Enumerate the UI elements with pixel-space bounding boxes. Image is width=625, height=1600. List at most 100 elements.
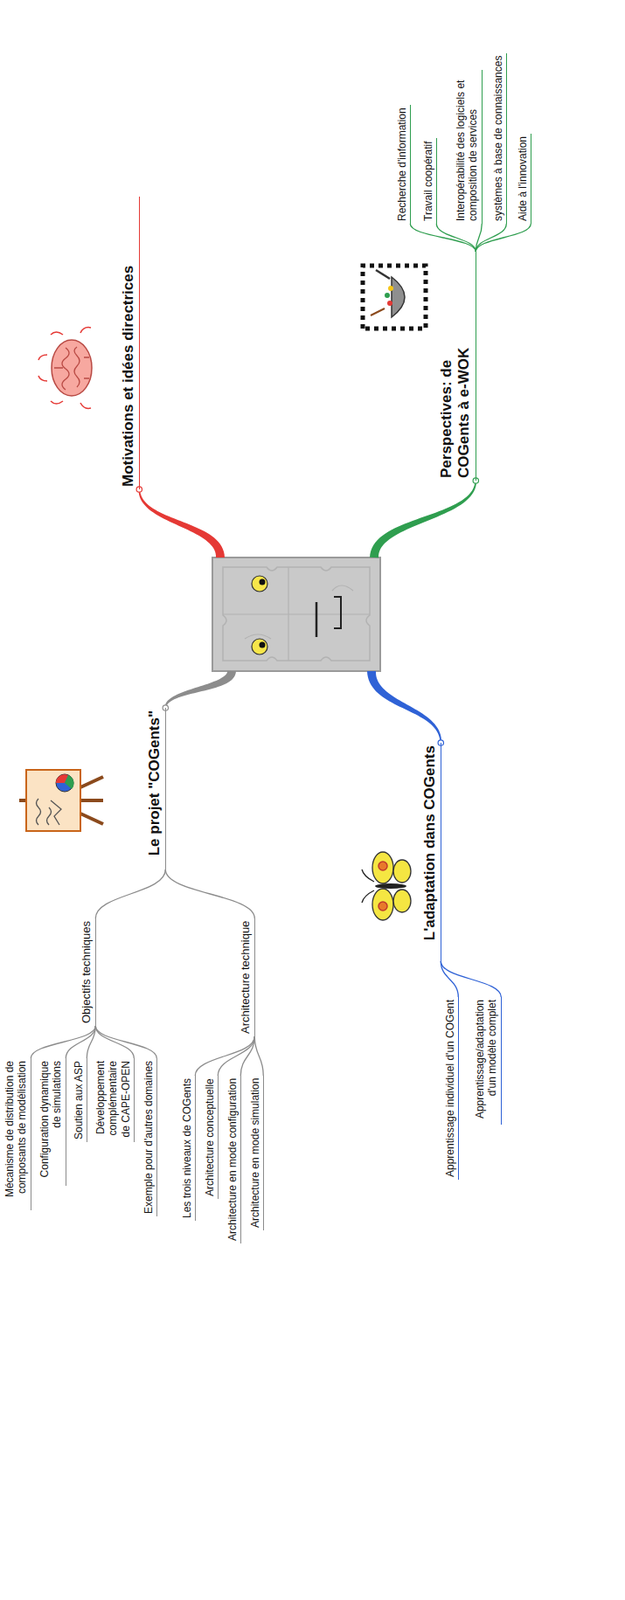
- wing-spot: [378, 902, 388, 911]
- topic-text: Architecture technique: [238, 921, 253, 1035]
- leaf-topic: Recherche d'information: [395, 104, 411, 224]
- easel-leg: [80, 777, 104, 788]
- main-branch: [138, 489, 225, 558]
- vegetable: [384, 292, 390, 299]
- wok-pan: [391, 277, 405, 318]
- brain-shape: [51, 340, 92, 396]
- topic-text: L'adaptation dans COGents: [421, 745, 439, 959]
- branch-connector: [65, 1026, 96, 1059]
- topic-text: Motivations et idées directrices: [119, 199, 138, 487]
- leaf-topic: Mécanisme de distribution de composants …: [3, 1058, 32, 1211]
- topic-text: Exemple pour d'autres domaines: [142, 1061, 155, 1215]
- branch-connector: [436, 223, 476, 252]
- branch-connector: [194, 1036, 255, 1077]
- pupil: [259, 642, 266, 649]
- main-topic: Motivations et idées directrices: [119, 196, 140, 490]
- mouth: [315, 602, 319, 638]
- topic-text: Objectifs techniques: [79, 921, 94, 1024]
- leaf-topic: Soutien aux ASP: [72, 1058, 88, 1143]
- leaf-topic: Configuration dynamique de simulations: [38, 1058, 67, 1187]
- easel-leg: [80, 798, 104, 803]
- central-image: [212, 557, 381, 672]
- puzzle-lines: [222, 567, 370, 661]
- topic-text: Le projet "COGents": [145, 710, 164, 868]
- branch-connector: [95, 1026, 157, 1059]
- main-branches: [136, 478, 479, 746]
- topic-text: Apprentissage individuel d'un COGent: [444, 1000, 457, 1178]
- topic-text: Mécanisme de distribution de composants …: [3, 1061, 29, 1209]
- sub-topic: Architecture technique: [238, 918, 256, 1037]
- wing: [372, 888, 394, 921]
- topic-text: Développement complémentaire de CAPE-OPE…: [94, 1061, 132, 1140]
- vegetable: [388, 285, 394, 292]
- topic-text: Les trois niveaux de COGents: [180, 1078, 194, 1219]
- main-topic: Perspectives: de COGents à e-WOK: [437, 251, 477, 481]
- leaf-topic: systèmes à base de connaissances: [492, 53, 507, 224]
- checkered-frame: [362, 265, 426, 329]
- branch-connector: [165, 869, 255, 919]
- branch-knot: [437, 740, 444, 746]
- main-topic: Le projet "COGents": [145, 708, 167, 870]
- butterfly-icon: [361, 852, 411, 921]
- branch-connector: [30, 1026, 96, 1059]
- topic-text: Recherche d'information: [395, 107, 409, 222]
- branch-connector: [440, 961, 501, 998]
- branch-connector: [409, 223, 476, 252]
- branch-connector: [254, 1036, 264, 1077]
- topic-text: Aide à l'innovation: [516, 136, 529, 222]
- eye: [251, 638, 268, 655]
- wok-icon: [362, 265, 426, 329]
- pupil: [259, 579, 266, 586]
- central-frame: [212, 557, 381, 672]
- branch-connector: [217, 1036, 255, 1077]
- topic-text: Interopérabilité des logiciels et compos…: [454, 72, 480, 222]
- branch-connector: [240, 1036, 255, 1077]
- easel-leg: [80, 813, 104, 825]
- topic-text: Architecture conceptuelle: [203, 1078, 216, 1197]
- topic-text: Soutien aux ASP: [72, 1061, 85, 1140]
- wing: [393, 860, 411, 883]
- flipchart-icon: [19, 770, 104, 832]
- leaf-topic: Exemple pour d'autres domaines: [142, 1058, 158, 1217]
- topic-text: Travail coopératif: [422, 140, 435, 222]
- chart-scribble: [36, 798, 63, 826]
- sub-topic: Objectifs techniques: [79, 918, 97, 1027]
- leaf-topic: Développement complémentaire de CAPE-OPE…: [94, 1058, 135, 1143]
- vegetable: [387, 300, 393, 306]
- main-topic: L'adaptation dans COGents: [421, 743, 442, 962]
- main-branch: [165, 671, 237, 709]
- chopstick: [370, 308, 385, 316]
- leaf-topic: Aide à l'innovation: [516, 133, 532, 224]
- leaf-topic: Apprentissage/adaptation d'un modèle com…: [473, 997, 502, 1125]
- leaf-topic: Travail coopératif: [422, 138, 438, 224]
- flipchart-board: [26, 770, 81, 832]
- eye: [251, 576, 268, 592]
- pie-slice: [64, 775, 75, 790]
- branch-connector: [95, 869, 166, 919]
- wok-handle: [375, 270, 390, 279]
- topic-text: Architecture en mode configuration: [226, 1078, 239, 1242]
- wing: [393, 889, 411, 913]
- topic-text: Perspectives: de COGents à e-WOK: [437, 322, 474, 479]
- branch-knot: [162, 705, 168, 711]
- wing-spot: [378, 861, 388, 871]
- puzzle-lines: [222, 567, 370, 661]
- pie-chart: [55, 774, 74, 792]
- main-branch: [367, 671, 442, 744]
- mouth-bracket: [333, 597, 341, 629]
- topic-text: Architecture en mode simulation: [249, 1078, 262, 1229]
- topic-text: Apprentissage/adaptation d'un modèle com…: [473, 1000, 500, 1123]
- antenna: [361, 869, 375, 903]
- thought-lines: [38, 327, 91, 410]
- wing: [372, 852, 394, 884]
- butterfly-body: [375, 883, 407, 889]
- leaf-topic: Architecture en mode configuration: [226, 1076, 242, 1244]
- topic-text: systèmes à base de connaissances: [492, 55, 505, 222]
- topic-text: Configuration dynamique de simulations: [38, 1061, 64, 1184]
- branch-connector: [475, 223, 531, 252]
- leaf-topic: Apprentissage individuel d'un COGent: [444, 997, 459, 1181]
- brain-folds: [54, 347, 90, 390]
- leaf-topic: Les trois niveaux de COGents: [180, 1076, 196, 1222]
